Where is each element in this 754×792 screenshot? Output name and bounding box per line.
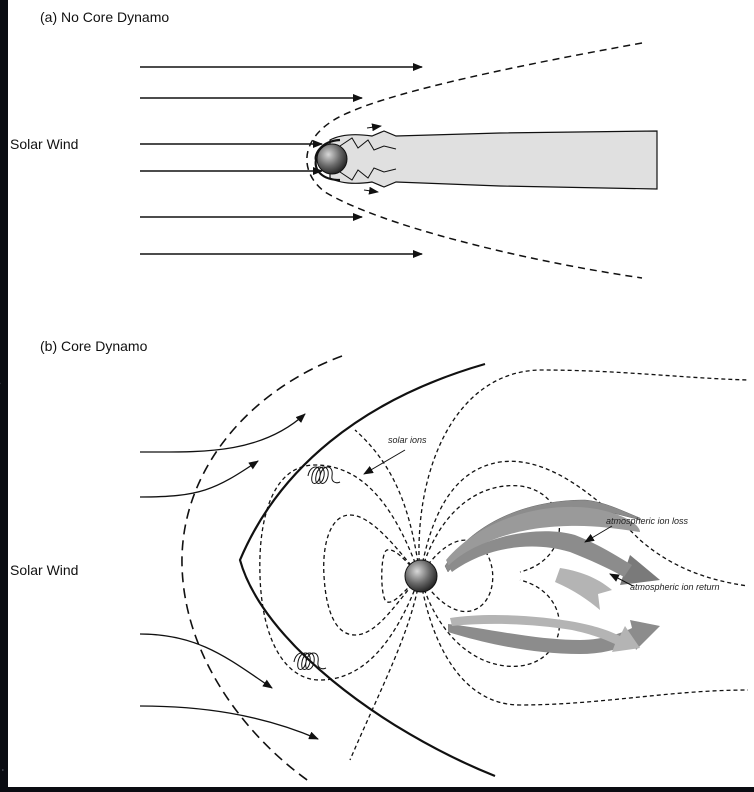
star	[0, 383, 1, 384]
ion-return-arrow-upper	[555, 568, 612, 610]
diagram-canvas: (a) No Core Dynamo Solar Wind	[8, 0, 754, 787]
wind-arrow-b2	[140, 461, 258, 497]
ion-loss-label: atmospheric ion loss	[606, 516, 689, 526]
ion-return-label: atmospheric ion return	[630, 582, 720, 592]
solar-ion-gyration-north	[308, 467, 340, 484]
field-line-dayside-big	[260, 465, 420, 680]
magnetopause-b	[240, 364, 495, 776]
panel-a-solar-wind-label: Solar Wind	[10, 136, 78, 152]
wind-arrow-b3	[140, 634, 272, 688]
flow-arrow-a-bottom	[364, 190, 378, 192]
field-line-cusp-north	[355, 430, 420, 576]
panel-b: (b) Core Dynamo Solar Wind	[10, 338, 748, 782]
wind-arrow-b4	[140, 706, 318, 739]
wind-arrow-b1	[140, 414, 305, 452]
panel-b-title: (b) Core Dynamo	[40, 338, 148, 354]
solar-ion-gyration-south	[294, 653, 326, 670]
star	[2, 769, 4, 771]
field-line-cusp-south	[350, 576, 420, 760]
solar-ions-pointer	[364, 450, 405, 474]
bow-shock-b	[182, 356, 342, 782]
panel-a-title: (a) No Core Dynamo	[40, 9, 169, 25]
diagram-panel: (a) No Core Dynamo Solar Wind	[8, 0, 754, 787]
magnetic-field-lines	[260, 370, 748, 760]
planet-a	[317, 144, 347, 174]
ion-tail-a	[330, 131, 657, 189]
planet-b	[405, 560, 437, 592]
flow-arrow-a-top	[367, 126, 381, 128]
solar-wind-arrows-b	[140, 414, 318, 739]
solar-ions-label: solar ions	[388, 435, 427, 445]
panel-b-solar-wind-label: Solar Wind	[10, 562, 78, 578]
panel-a: (a) No Core Dynamo Solar Wind	[10, 9, 657, 278]
ion-loss-pointer	[585, 526, 612, 542]
